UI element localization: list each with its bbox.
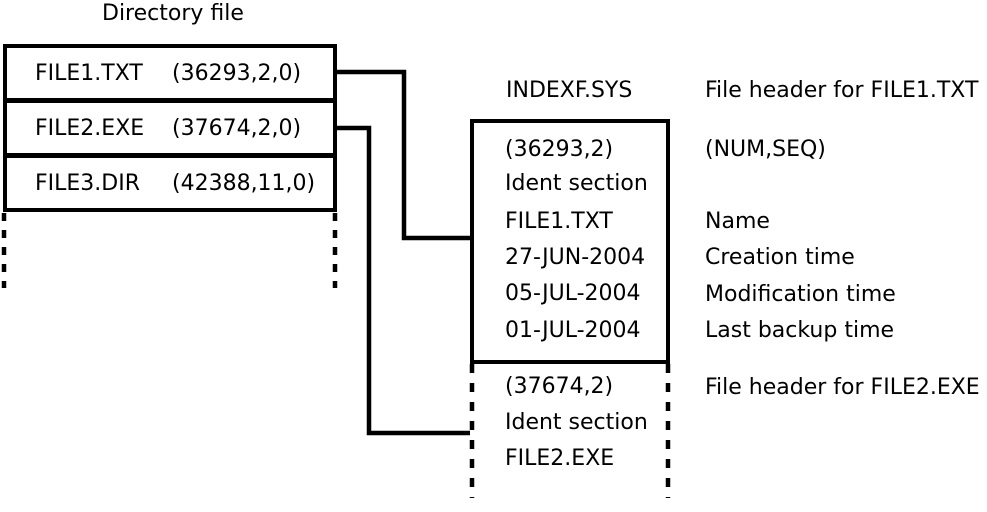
annotation-file-header1: File header for FILE1.TXT [705,78,979,103]
annotation-modification-time: Modification time [705,282,896,307]
connector-file2-to-header2 [335,125,470,436]
header1-row-name: FILE1.TXT [505,209,613,234]
file-name: FILE2.EXE [35,115,145,141]
row-divider [7,153,333,158]
annotation-num-seq: (NUM,SEQ) [705,137,826,162]
annotation-file-header2: File header for FILE2.EXE [705,375,980,400]
file-id: (37674,2,0) [172,115,302,141]
annotation-name: Name [705,209,770,234]
directory-entry-file2: FILE2.EXE (37674,2,0) [7,103,333,153]
file-name: FILE3.DIR [35,170,141,196]
file-id: (36293,2,0) [172,60,302,86]
header1-row-fid: (36293,2) [505,137,614,162]
row-divider [7,98,333,103]
connector-file1-to-header1 [335,69,470,241]
header2-row-fid: (37674,2) [505,374,614,399]
directory-entry-file3: FILE3.DIR (42388,11,0) [7,158,333,208]
file-header1-box [470,119,670,364]
header2-row-name: FILE2.EXE [505,446,615,471]
annotation-last-backup-time: Last backup time [705,318,895,343]
directory-file-title: Directory file [102,1,244,26]
directory-file-box: FILE1.TXT (36293,2,0) FILE2.EXE (37674,2… [3,44,337,212]
file-id: (42388,11,0) [172,170,316,196]
directory-entry-file1: FILE1.TXT (36293,2,0) [7,48,333,98]
header1-row-modification-date: 05-JUL-2004 [505,281,641,306]
indexf-sys-label: INDEXF.SYS [506,78,633,103]
header1-row-ident-section: Ident section [505,171,648,196]
header1-row-backup-date: 01-JUL-2004 [505,318,641,343]
file-name: FILE1.TXT [35,60,143,86]
annotation-creation-time: Creation time [705,245,855,270]
header2-row-ident-section: Ident section [505,410,648,435]
header1-row-creation-date: 27-JUN-2004 [505,245,646,270]
